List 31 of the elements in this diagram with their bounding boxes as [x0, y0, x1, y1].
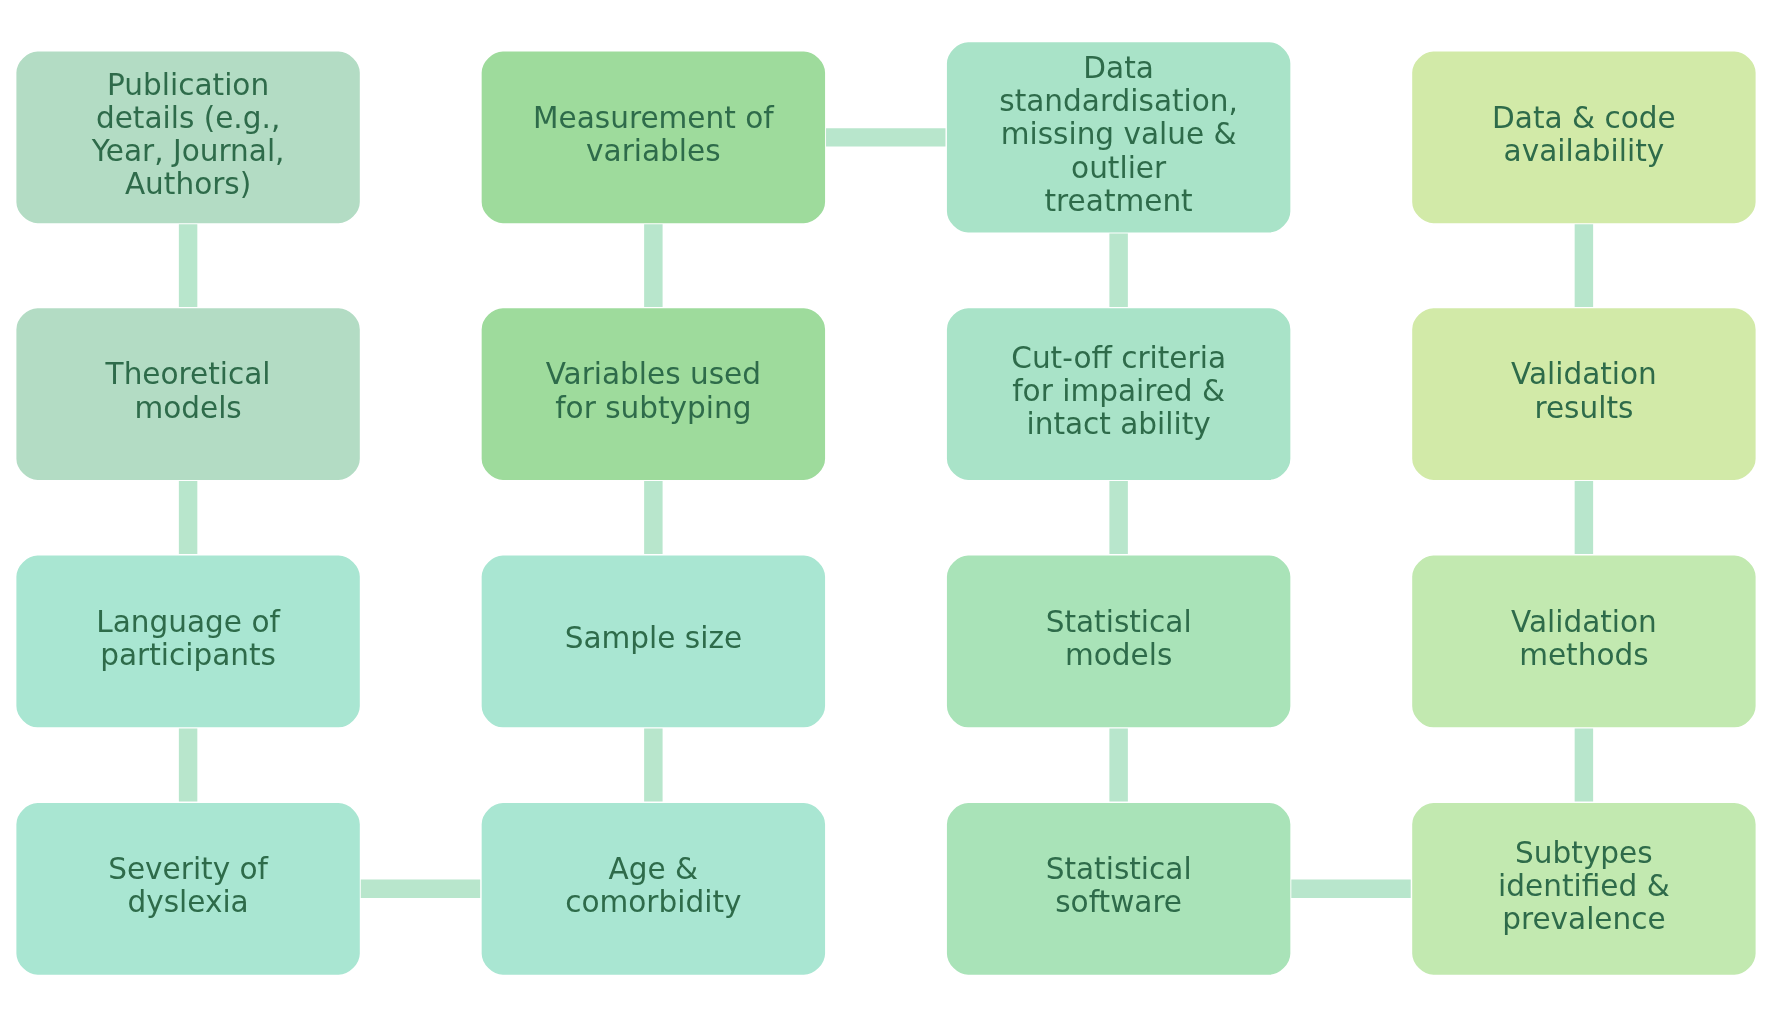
connector: [1574, 223, 1594, 307]
node-box: Validation methods: [1410, 553, 1758, 729]
connector: [1291, 879, 1411, 898]
node-box: Sample size: [479, 553, 827, 729]
node-box: Data & code availability: [1410, 49, 1758, 225]
connector: [826, 127, 946, 147]
connector: [178, 223, 198, 307]
node-box: Cut-off criteria for impaired & intact ability: [945, 305, 1293, 482]
node-box: Validation results: [1410, 305, 1758, 482]
node-box: Theoretical models: [14, 305, 362, 482]
node-box: Data standardisation, missing value & outlier treatment: [945, 39, 1293, 234]
node-box: Language of participants: [14, 553, 362, 729]
connector: [360, 879, 481, 898]
connector: [1109, 480, 1128, 554]
connector: [644, 480, 663, 554]
node-box: Statistical software: [945, 800, 1293, 977]
connector: [1574, 728, 1594, 801]
connector: [644, 728, 663, 801]
node-box: Variables used for subtyping: [479, 305, 827, 482]
node-box: Publication details (e.g., Year, Journal, Authors): [14, 49, 362, 225]
connector: [1574, 480, 1594, 554]
connector: [178, 480, 198, 554]
node-box: Subtypes identified & prevalence: [1410, 800, 1758, 977]
connector: [644, 223, 663, 307]
connector: [1109, 728, 1128, 801]
node-box: Age & comorbidity: [479, 800, 827, 977]
node-box: Statistical models: [945, 553, 1293, 729]
connector: [1109, 232, 1128, 307]
node-box: Measurement of variables: [479, 49, 827, 225]
connector: [178, 728, 198, 801]
node-box: Severity of dyslexia: [14, 800, 362, 977]
